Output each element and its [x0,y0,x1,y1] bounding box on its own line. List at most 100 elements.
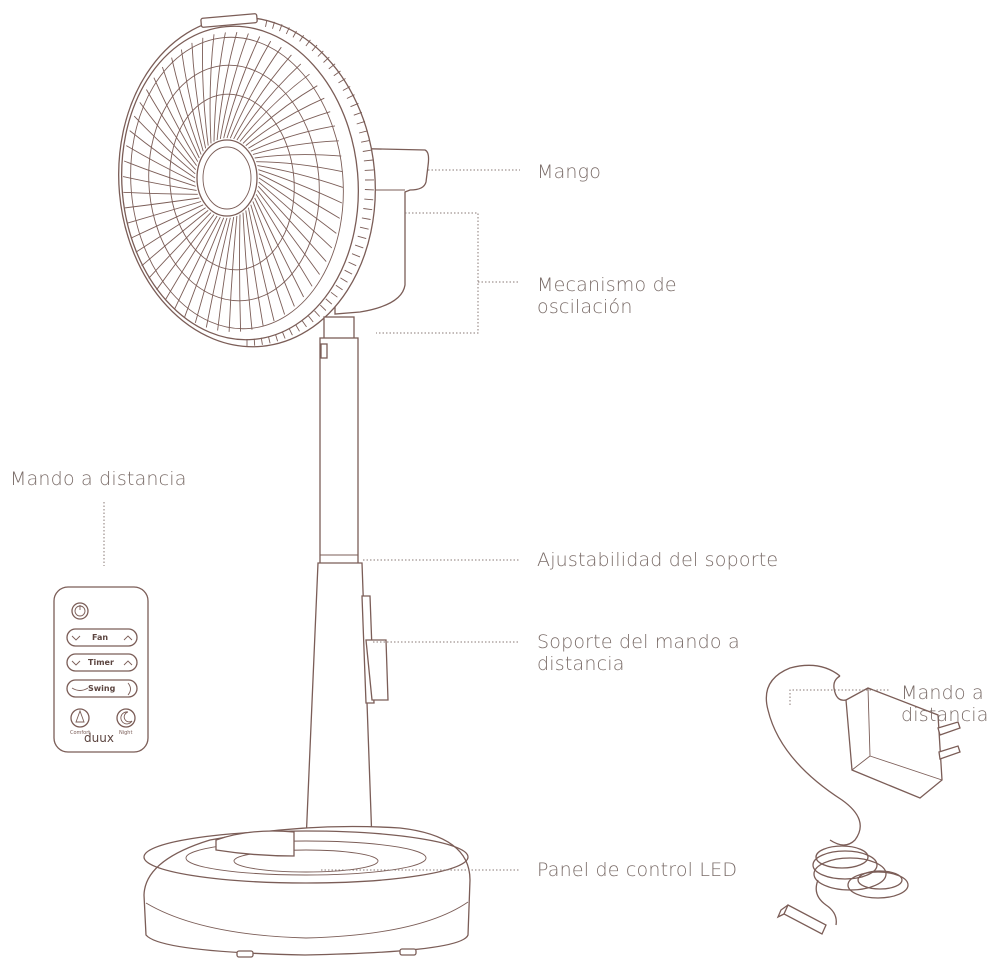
label-led-panel: Panel de control LED [537,859,738,881]
grill-spoke [252,201,295,307]
grill-spoke [245,97,325,146]
rim-tooth [325,298,333,305]
rim-tooth [359,226,369,230]
label-handle: Mango [537,161,602,183]
rim-tooth [358,130,368,134]
remote-swing-label[interactable]: Swing [88,684,116,693]
grill-spoke [164,215,218,301]
grill-spoke [217,217,235,331]
fan-hub [196,139,258,217]
rim-tooth [344,269,353,275]
grill-spoke [247,207,275,322]
remote-fan-label[interactable]: Fan [92,633,108,642]
grill-spoke [239,214,242,332]
grill-spoke [252,140,339,155]
grill-spoke [256,161,343,173]
fan-base [143,825,471,958]
rim-tooth [285,27,290,35]
grill-spoke [124,197,200,209]
rim-tooth [330,291,338,298]
rim-tooth [328,63,336,70]
rim-tooth [292,30,297,38]
grill-spoke [216,31,238,141]
rim-tooth [275,334,279,342]
grill-spoke [191,42,207,149]
grill-spoke [257,165,344,188]
grill-spoke [174,216,221,310]
grill-spoke [127,201,202,224]
grill-spoke [146,89,197,166]
grill-spoke [135,207,206,253]
fan-pole [319,316,359,565]
grill-spoke [129,130,196,179]
grill-spoke [239,73,310,142]
grill-spoke [250,125,336,152]
fan-head [118,13,430,348]
rim-tooth [342,86,351,91]
grill-spoke [194,217,228,324]
rim-tooth [348,261,357,267]
grill-spoke [141,210,209,267]
rim-tooth [260,337,263,345]
rim-tooth [363,159,373,162]
grill-spoke [213,32,226,142]
grill-spoke [258,173,340,219]
label-oscillation-line2: oscilación [537,296,633,318]
rim-tooth [265,19,268,27]
grill-spoke [258,181,333,249]
grill-spoke [223,36,261,139]
grill-spoke [148,212,212,279]
rim-tooth [363,208,373,211]
remote-timer-label[interactable]: Timer [88,658,114,667]
rim-teeth [246,19,375,346]
grill-spoke [229,46,282,139]
grill-spoke [248,111,331,149]
rim-tooth [319,304,327,311]
grill-spoke [126,145,196,183]
grill-spoke [171,57,202,155]
rim-tooth [253,338,256,346]
rim-tooth [314,310,321,317]
grill-spoke [228,215,238,332]
remote-brand-logo: duux [84,731,114,745]
rim-tooth [308,315,314,323]
rim-tooth [364,198,374,201]
rim-tooth [357,235,367,240]
grill-spoke [242,85,318,144]
grill-spoke [254,154,342,159]
rim-tooth [267,336,271,344]
grill-spoke [130,204,204,239]
grill-spoke [209,34,215,144]
rim-tooth [361,139,370,143]
grill-spoke [205,217,231,328]
callout-leaders [103,169,890,871]
grill-spoke [156,214,215,291]
remote-comfort-label: Comfort [70,730,90,736]
rim-tooth [323,56,330,63]
grill-spoke [133,115,196,175]
rim-tooth [362,149,372,152]
grill-spoke [233,54,292,140]
fan-grill-spokes [123,31,344,332]
grill-spoke [258,169,343,204]
grill-spoke [258,177,337,234]
label-remote-holder-line2: distancia [537,653,625,675]
label-remote: Mando a distancia [10,468,187,490]
rim-tooth [338,78,346,84]
rim-tooth [346,94,355,99]
grill-spoke [123,160,196,187]
rim-tooth [364,169,374,171]
rim-tooth [299,34,304,42]
rim-tooth [288,328,293,336]
remote-night-label: Night [119,730,132,736]
rim-tooth [351,253,361,258]
rim-tooth [356,120,366,125]
rim-tooth [353,111,363,116]
label-adapter-line1: Mando a [901,682,984,704]
rim-tooth [281,331,286,339]
grill-spoke [123,176,197,191]
rim-tooth [350,102,359,108]
grill-spoke [236,63,302,141]
label-adapter-line2: distancia [901,704,989,726]
grill-spoke [161,66,200,159]
